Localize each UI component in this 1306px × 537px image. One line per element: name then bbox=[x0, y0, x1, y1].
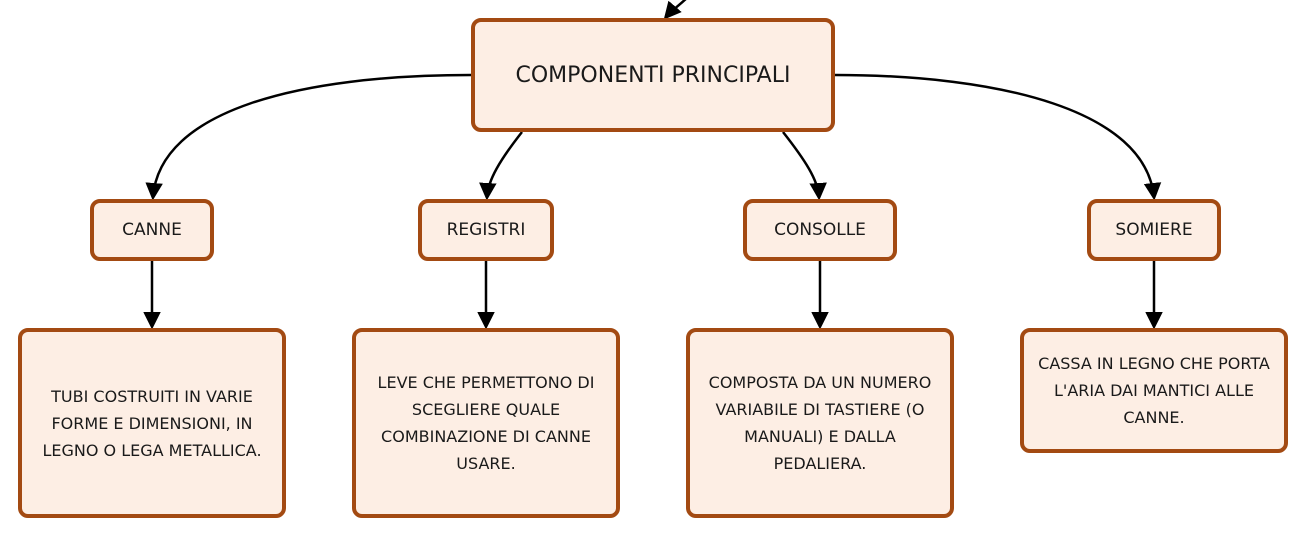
root-node[interactable]: COMPONENTI PRINCIPALI bbox=[471, 18, 835, 132]
category-label: CONSOLLE bbox=[774, 220, 866, 240]
category-node-consolle[interactable]: CONSOLLE bbox=[743, 199, 897, 261]
description-node-canne[interactable]: TUBI COSTRUITI IN VARIE FORME E DIMENSIO… bbox=[18, 328, 286, 518]
category-label: SOMIERE bbox=[1115, 220, 1193, 240]
category-label: CANNE bbox=[122, 220, 182, 240]
category-label: REGISTRI bbox=[446, 220, 526, 240]
description-node-registri[interactable]: LEVE CHE PERMETTONO DI SCEGLIERE QUALE C… bbox=[352, 328, 620, 518]
description-text: COMPOSTA DA UN NUMERO VARIABILE DI TASTI… bbox=[708, 373, 932, 473]
description-node-consolle[interactable]: COMPOSTA DA UN NUMERO VARIABILE DI TASTI… bbox=[686, 328, 954, 518]
connector-root-somiere bbox=[834, 73, 1162, 201]
incoming-connector bbox=[663, 0, 687, 20]
category-node-canne[interactable]: CANNE bbox=[90, 199, 214, 261]
description-node-somiere[interactable]: CASSA IN LEGNO CHE PORTA L'ARIA DAI MANT… bbox=[1020, 328, 1288, 453]
description-text: LEVE CHE PERMETTONO DI SCEGLIERE QUALE C… bbox=[377, 373, 595, 473]
root-label: COMPONENTI PRINCIPALI bbox=[515, 62, 791, 88]
connector-root-registri bbox=[479, 131, 523, 201]
category-node-somiere[interactable]: SOMIERE bbox=[1087, 199, 1221, 261]
connector-root-canne bbox=[145, 73, 472, 201]
description-text: CASSA IN LEGNO CHE PORTA L'ARIA DAI MANT… bbox=[1038, 354, 1270, 427]
connector-root-consolle bbox=[782, 131, 827, 201]
description-text: TUBI COSTRUITI IN VARIE FORME E DIMENSIO… bbox=[42, 386, 262, 460]
category-node-registri[interactable]: REGISTRI bbox=[418, 199, 554, 261]
